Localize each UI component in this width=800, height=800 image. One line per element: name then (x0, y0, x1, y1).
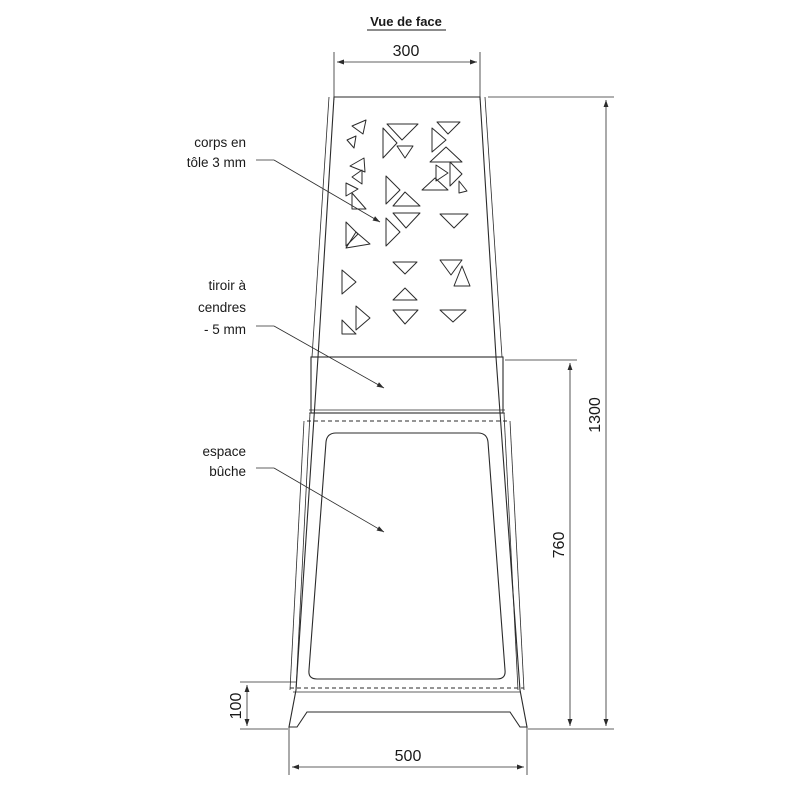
dimension-total-height-label: 1300 (587, 397, 604, 433)
callout-drawer: tiroir à cendres - 5 mm (198, 278, 385, 389)
dimension-lower-height-label: 760 (551, 532, 568, 559)
callout-body-line-1: corps en (194, 135, 246, 150)
dimension-base-height: 100 (228, 681, 296, 730)
callout-log-space-line-1: espace (202, 444, 246, 459)
callout-body: corps en tôle 3 mm (187, 135, 381, 223)
dimension-top-width: 300 (333, 43, 481, 100)
dimension-base-height-label: 100 (228, 693, 245, 720)
ash-drawer (310, 356, 504, 414)
callout-drawer-line-3: - 5 mm (204, 322, 246, 337)
callout-drawer-line-1: tiroir à (208, 278, 246, 293)
log-space-opening (308, 432, 506, 680)
dimension-total-height: 1300 (488, 96, 614, 730)
dimension-bottom-width-label: 500 (395, 748, 422, 765)
callout-body-line-2: tôle 3 mm (187, 155, 246, 170)
triangle-pattern (341, 119, 471, 335)
dimension-lower-height: 760 (505, 359, 577, 726)
dimension-bottom-width: 500 (288, 727, 528, 775)
dimension-top-width-label: 300 (393, 43, 420, 60)
drawing-title: Vue de face (370, 14, 442, 29)
callout-log-space: espace bûche (202, 444, 385, 533)
callout-drawer-line-2: cendres (198, 300, 246, 315)
callout-log-space-line-2: bûche (209, 464, 246, 479)
barbecue-body (288, 96, 528, 728)
